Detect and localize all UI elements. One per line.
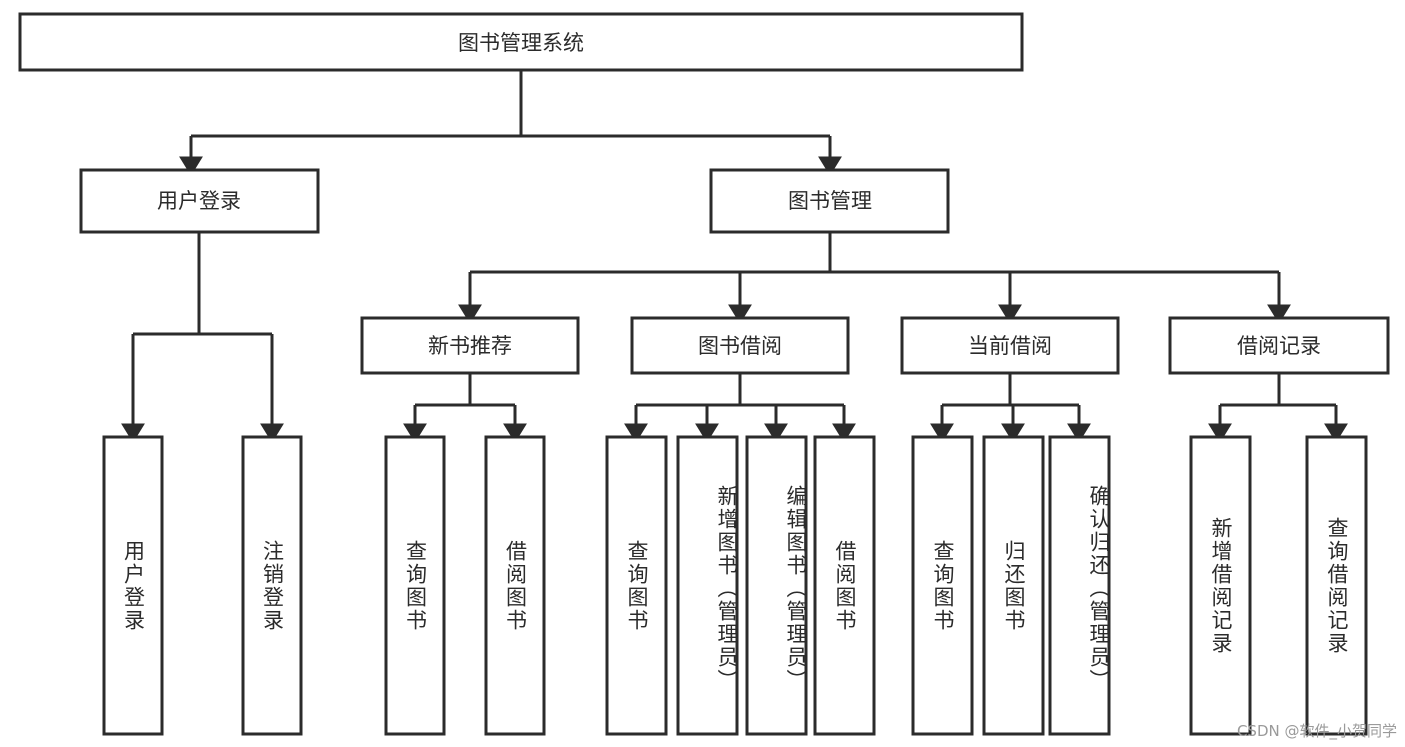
node-new-book-recommend-label: 新书推荐 [428,334,512,358]
node-new-book-recommend[interactable]: 新书推荐 [360,316,580,375]
leaf-rect-add-book-admin[interactable] [676,435,739,736]
node-user-login[interactable]: 用户登录 [79,168,320,234]
leaf-rect-query-book-1[interactable] [384,435,446,736]
node-user-login-rect[interactable] [79,168,320,234]
node-borrow-record[interactable]: 借阅记录 [1168,316,1390,375]
node-book-borrow-label: 图书借阅 [698,334,782,358]
node-root[interactable]: 图书管理系统 [18,12,1024,72]
node-borrow-record-rect[interactable] [1168,316,1390,375]
connector-group [121,70,1348,443]
leaf-rect-confirm-return[interactable] [1048,435,1111,736]
node-current-borrow-rect[interactable] [900,316,1120,375]
node-book-management[interactable]: 图书管理 [709,168,950,234]
node-root-label: 图书管理系统 [458,31,584,55]
node-book-borrow[interactable]: 图书借阅 [630,316,850,375]
node-book-borrow-rect[interactable] [630,316,850,375]
leaf-rect-logout[interactable] [241,435,303,736]
node-borrow-record-label: 借阅记录 [1237,334,1321,358]
node-root-rect[interactable] [18,12,1024,72]
leaf-rect-borrow-book-1[interactable] [484,435,546,736]
leaf-rect-query-book-2[interactable] [605,435,668,736]
node-new-book-recommend-rect[interactable] [360,316,580,375]
node-book-management-label: 图书管理 [788,189,872,213]
leaf-rect-query-book-3[interactable] [911,435,974,736]
node-current-borrow[interactable]: 当前借阅 [900,316,1120,375]
node-book-management-rect[interactable] [709,168,950,234]
node-current-borrow-label: 当前借阅 [968,334,1052,358]
leaf-rect-group [102,435,1368,736]
node-user-login-label: 用户登录 [157,189,241,213]
leaf-rect-user-login[interactable] [102,435,164,736]
leaf-rect-add-record[interactable] [1189,435,1252,736]
leaf-rect-return-book[interactable] [982,435,1045,736]
leaf-rect-borrow-book-2[interactable] [813,435,876,736]
csdn-watermark: CSDN @软件_小贺同学 [1236,722,1397,740]
leaf-rect-query-record[interactable] [1305,435,1368,736]
leaf-rect-edit-book-admin[interactable] [745,435,808,736]
